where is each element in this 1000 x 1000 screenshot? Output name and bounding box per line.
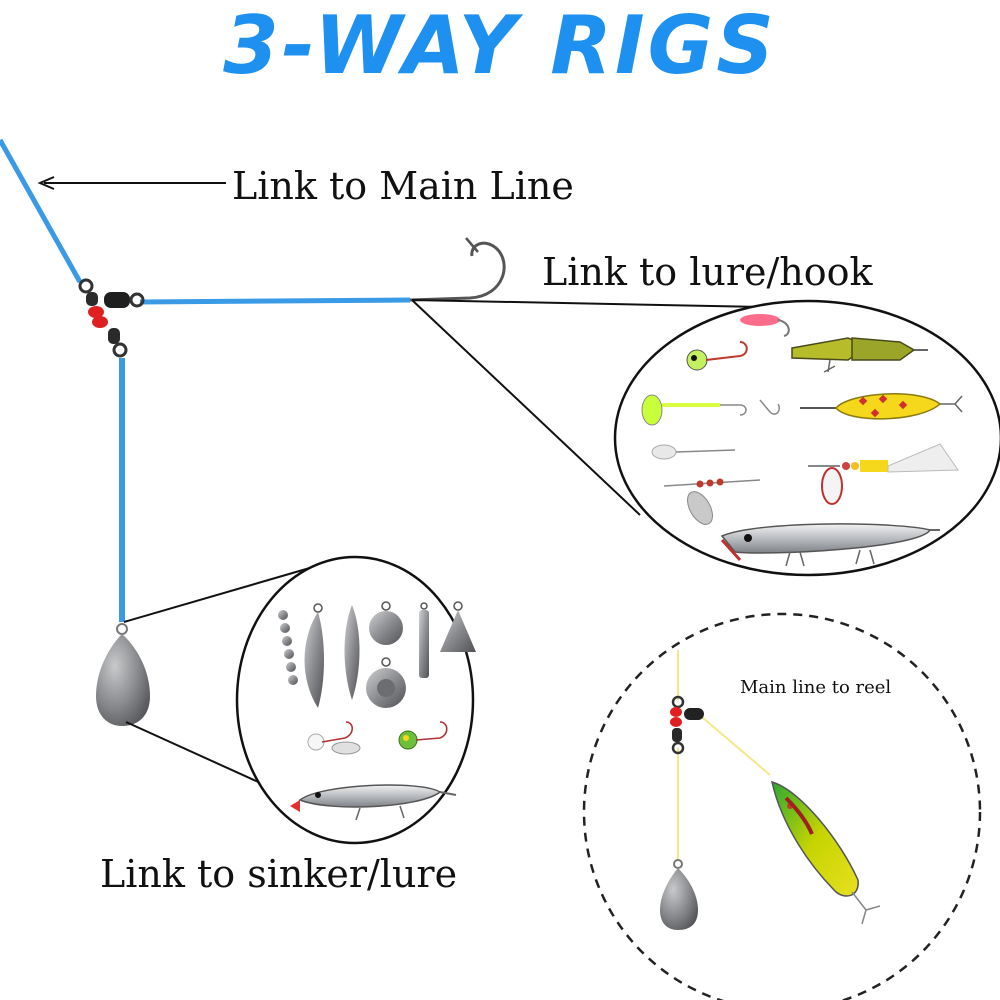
sinker-options-circle [235, 555, 476, 845]
round-sinker-icon [369, 601, 403, 645]
reel-line-label: Main line to reel [740, 677, 892, 698]
example-sinker-icon [660, 859, 698, 930]
red-bead [88, 306, 104, 318]
three-way-swivel [78, 278, 145, 358]
hook-leader-line [139, 297, 411, 305]
blade-spinner-lure-icon [651, 444, 736, 460]
sinker-icon [96, 623, 150, 726]
rig-example-circle [582, 612, 982, 1000]
lure-hook-label: Link to lure/hook [542, 250, 873, 294]
hook-icon [409, 237, 506, 302]
lure-options-circle [613, 299, 1000, 577]
pencil-sinker-icon [419, 602, 429, 678]
main-line-label: Link to Main Line [232, 164, 574, 208]
bucktail-spinner-lure-icon [808, 443, 959, 505]
page-title: 3-WAY RIGS [223, 0, 777, 92]
red-bead [92, 316, 108, 328]
pyramid-sinker-icon [440, 601, 476, 652]
fish-spoon-lure-icon [770, 780, 881, 925]
banana-sinker-icon [304, 603, 324, 708]
red-bead-spinner-lure-icon [663, 478, 761, 525]
split-shot-icon [278, 610, 298, 685]
lure-callout-lines [411, 299, 811, 516]
green-jighead-icon [398, 721, 448, 750]
sinker-lure-label: Link to sinker/lure [100, 852, 458, 896]
disc-sinker-icon [366, 657, 406, 708]
jighead-lure-icon [686, 341, 748, 371]
main-line [0, 138, 83, 284]
jointed-minnow-lure-icon [791, 337, 928, 373]
white-jig-lure-icon [307, 721, 361, 755]
spotted-spoon-lure-icon [800, 393, 963, 420]
pink-jig-lure-icon [740, 314, 790, 337]
yellow-spinner-lure-icon [641, 394, 781, 426]
minnow-lure-icon [720, 523, 940, 567]
bullet-sinker-icon [344, 605, 360, 700]
crankbait-lure-icon [290, 784, 457, 821]
example-swivel-icon [670, 695, 704, 755]
main-line-arrow [37, 176, 226, 190]
